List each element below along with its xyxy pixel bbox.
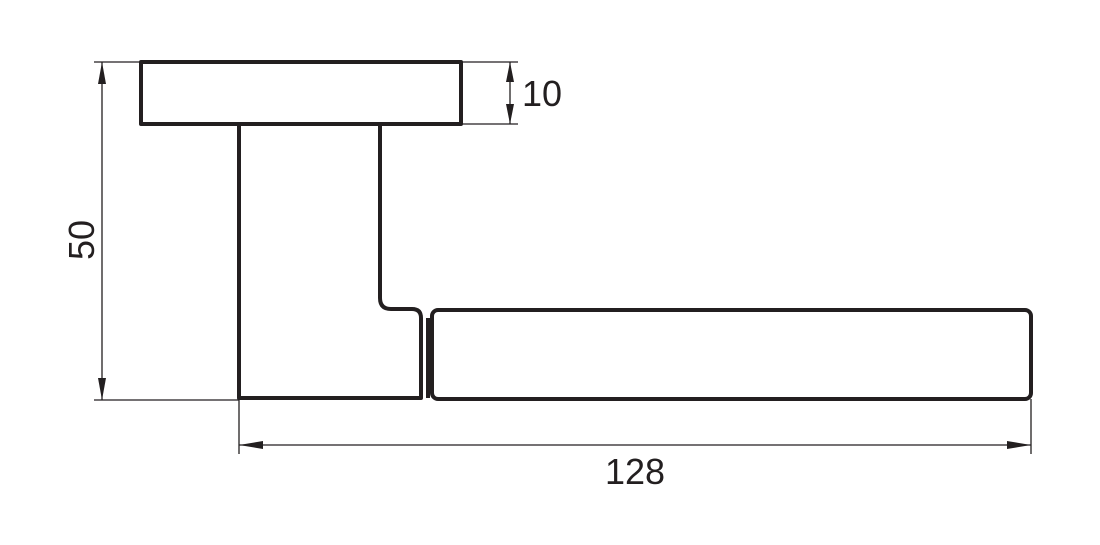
dimension-label-rose-thickness: 10 [522, 73, 562, 114]
arrow-head [1007, 441, 1031, 449]
lever-bar [430, 308, 1033, 401]
dimension-label-handle-length: 128 [605, 451, 665, 492]
arrow-head [506, 104, 514, 124]
dimension-handle-length: 128 [238, 399, 1032, 492]
dimension-label-overall-height: 50 [61, 220, 102, 260]
rose-plate [139, 60, 463, 126]
dimension-rose-thickness: 10 [461, 61, 562, 125]
arrow-head [506, 62, 514, 82]
arrow-head [98, 62, 106, 84]
arrow-head [98, 378, 106, 400]
handle-neck [237, 124, 423, 400]
arrow-head [239, 441, 263, 449]
dimension-overall-height: 50 [61, 61, 239, 401]
